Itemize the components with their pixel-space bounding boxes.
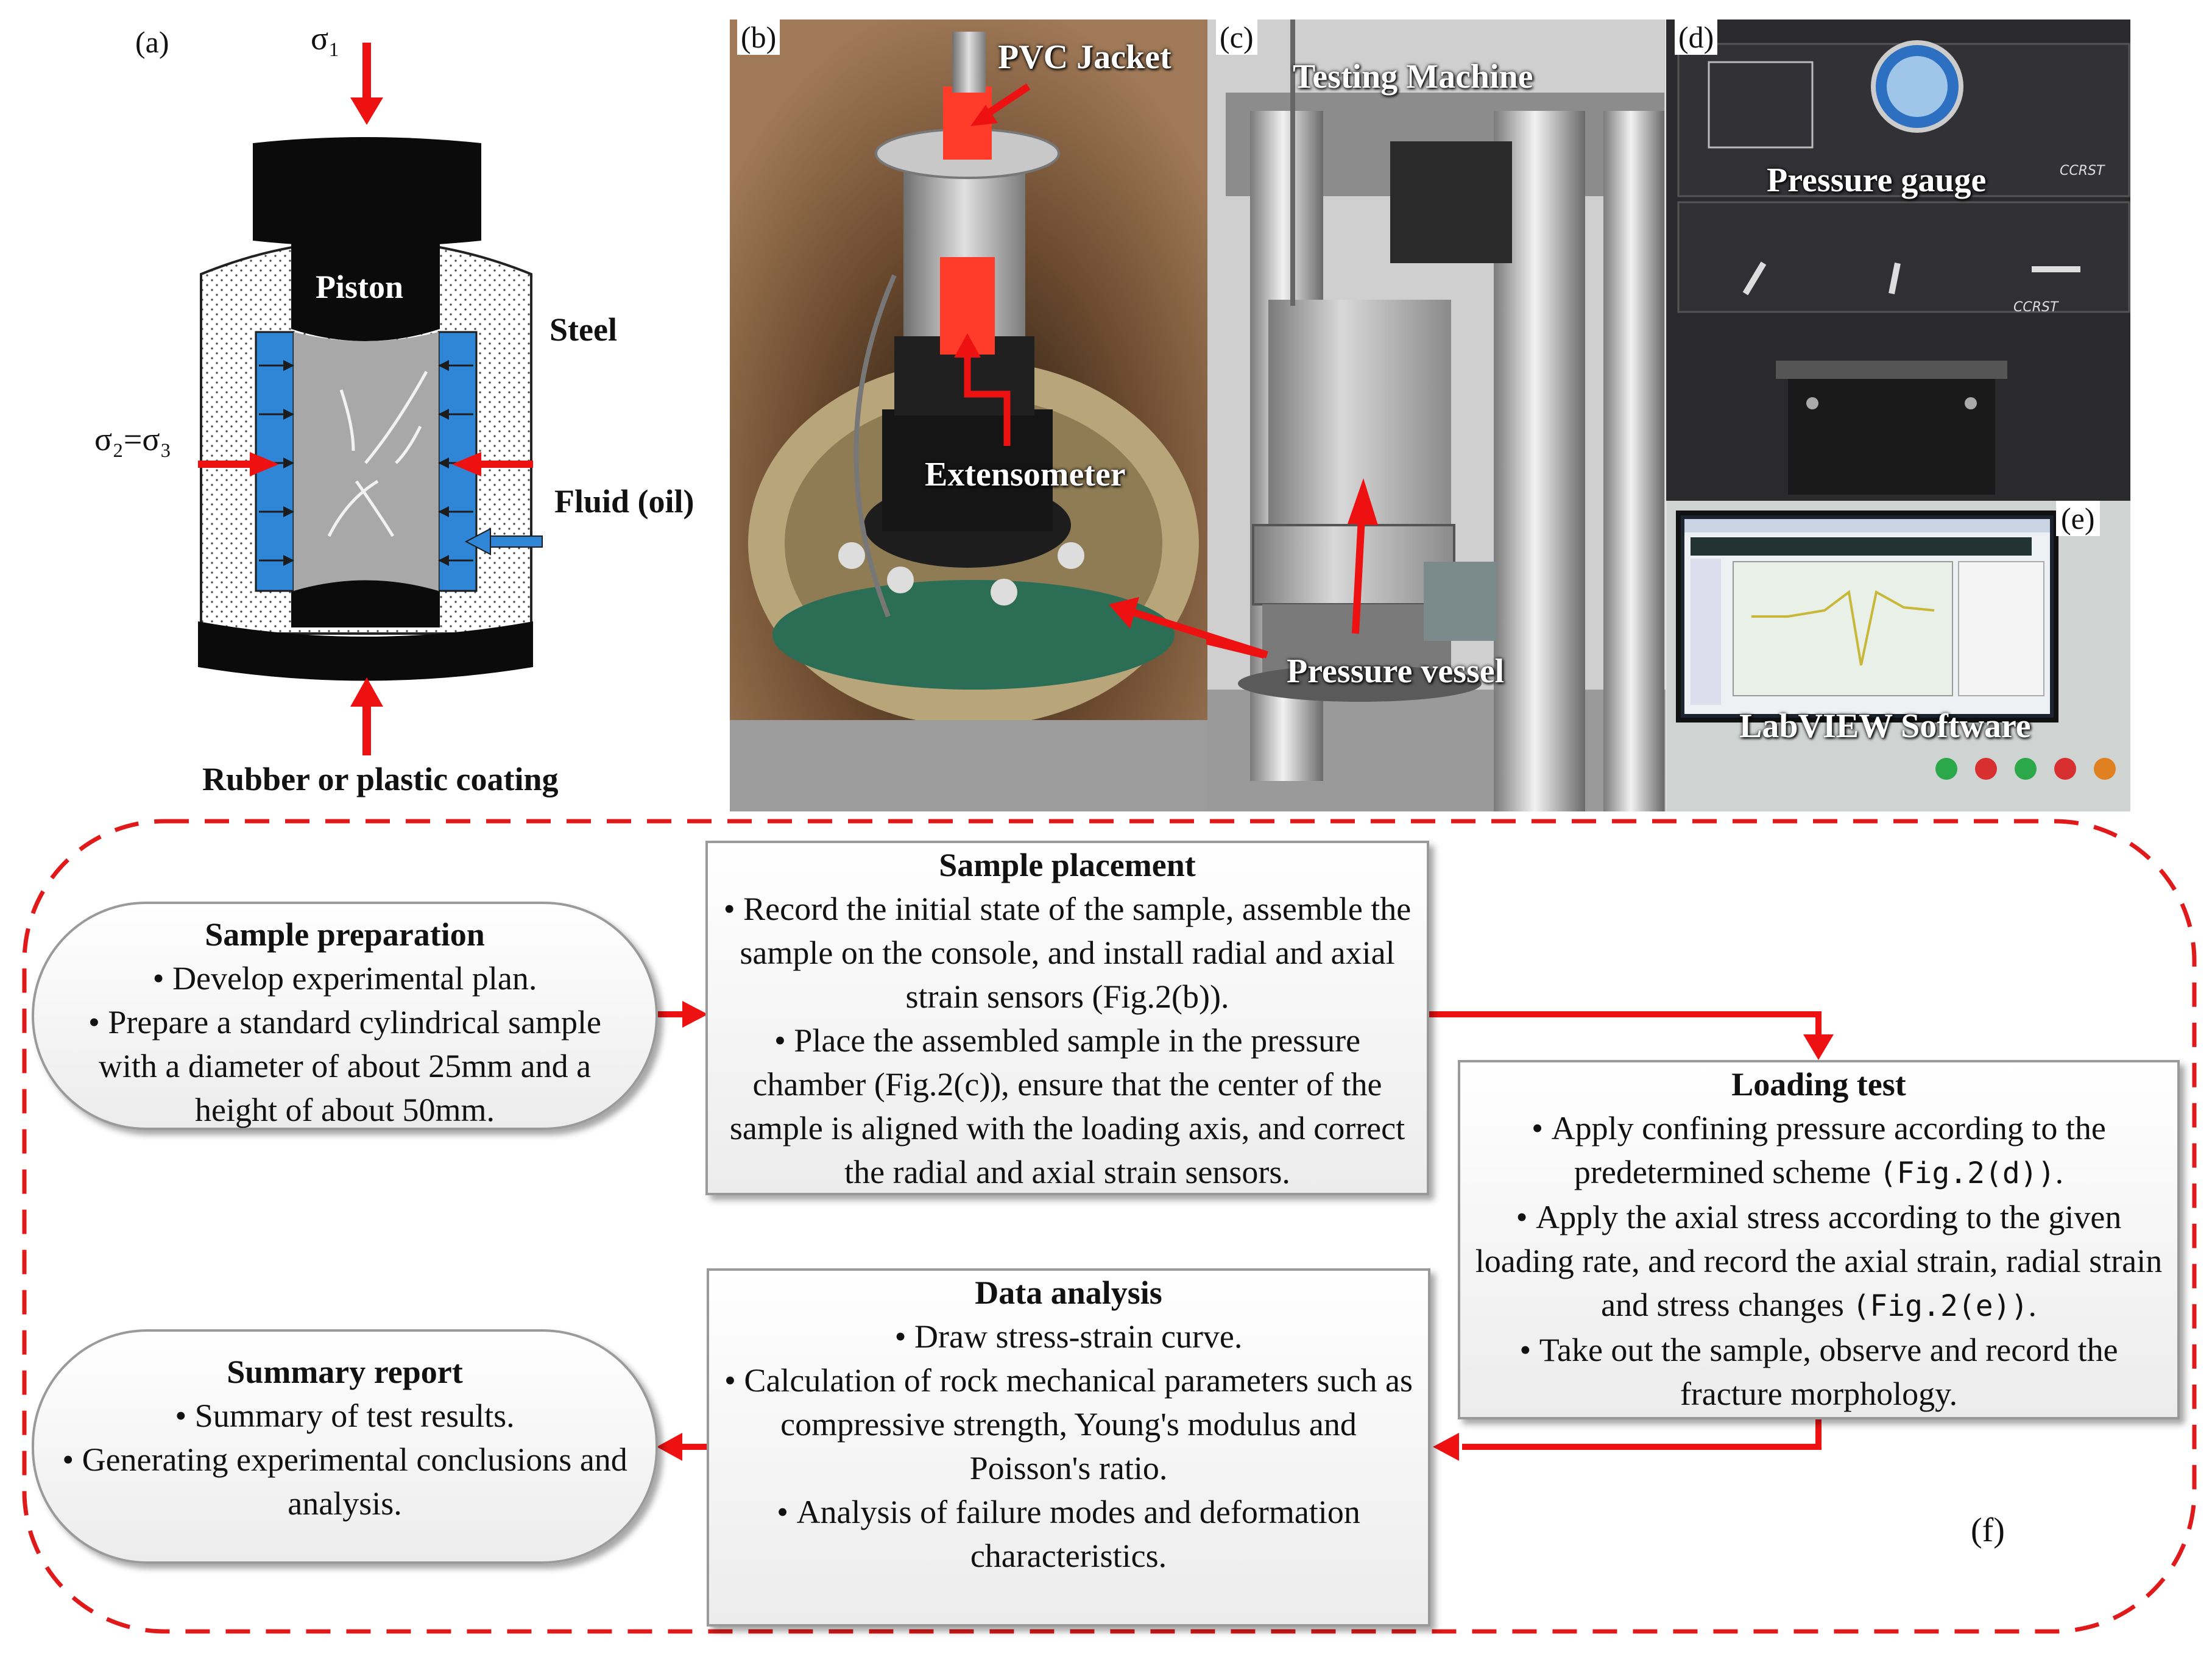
dashed-border <box>22 819 2197 1634</box>
sigma1-label: σ₁ <box>311 20 340 57</box>
data-analysis-bullet-3: Analysis of failure modes and deformatio… <box>724 1490 1413 1578</box>
panel-b-label: (b) <box>737 19 780 55</box>
data-analysis-box: Data analysis Draw stress-strain curve. … <box>707 1268 1430 1627</box>
loading-test-bullet-3: Take out the sample, observe and record … <box>1474 1328 2164 1416</box>
panel-a-label: (a) <box>135 25 169 59</box>
labview-software-label: LabVIEW Software <box>1739 707 2031 745</box>
sample-preparation-box: Sample preparation Develop experimental … <box>32 902 658 1130</box>
summary-report-box: Summary report Summary of test results. … <box>32 1329 658 1564</box>
summary-report-bullet-2: Generating experimental conclusions and … <box>34 1438 655 1525</box>
testing-machine-illustration <box>1207 19 1666 811</box>
sigma23-label: σ₂=σ₃ <box>94 421 172 458</box>
sample-assembly-illustration <box>730 19 1209 811</box>
panel-d-label: (d) <box>1675 19 1718 55</box>
loading-test-box: Loading test Apply confining pressure ac… <box>1458 1060 2180 1419</box>
pvc-jacket-label: PVC Jacket <box>998 38 1171 76</box>
ccrst-plate-2: CCRST <box>2013 300 2058 315</box>
pressure-vessel-arrow-left <box>1109 597 1268 659</box>
fig-ref-e: (Fig.2(e)) <box>1852 1289 2029 1323</box>
piston-stem <box>291 241 440 341</box>
sample-preparation-title: Sample preparation <box>205 916 485 953</box>
data-analysis-bullet-2: Calculation of rock mechanical parameter… <box>724 1358 1413 1490</box>
loading-test-title: Loading test <box>1731 1066 1906 1103</box>
loading-test-bullet-2: Apply the axial stress according to the … <box>1474 1195 2164 1328</box>
summary-report-bullet-1: Summary of test results. <box>34 1394 655 1438</box>
panel-b-photo: (b) PVC Jacket Extensometer <box>730 19 1209 811</box>
summary-report-title: Summary report <box>227 1354 463 1390</box>
fluid-label: Fluid (oil) <box>554 483 694 520</box>
coating-label: Rubber or plastic coating <box>202 761 559 797</box>
bottom-platen <box>198 621 533 681</box>
data-analysis-bullet-1: Draw stress-strain curve. <box>724 1315 1413 1358</box>
fig-ref-d: (Fig.2(d)) <box>1879 1156 2055 1190</box>
panel-c-photo: (c) Testing Machine Pressure vessel <box>1207 19 1666 811</box>
panel-e-label: (e) <box>2056 501 2100 536</box>
ccrst-plate-1: CCRST <box>2060 163 2105 178</box>
sample-placement-bullet-1: Record the initial state of the sample, … <box>723 887 1412 1019</box>
labview-screen-illustration <box>1666 501 2130 811</box>
panel-c-label: (c) <box>1216 19 1257 55</box>
sample-placement-bullet-2: Place the assembled sample in the pressu… <box>723 1019 1412 1194</box>
sample-placement-box: Sample placement Record the initial stat… <box>705 841 1429 1195</box>
pressure-vessel-label: Pressure vessel <box>1287 652 1505 690</box>
panel-d-photo: (d) Pressure gauge CCRST CCRST <box>1666 19 2130 501</box>
sample-preparation-bullet-1: Develop experimental plan. <box>34 956 655 1000</box>
sample-cracks <box>327 370 428 537</box>
control-panel-illustration <box>1666 19 2130 501</box>
triaxial-cell-schematic <box>198 43 543 755</box>
steel-label: Steel <box>549 311 617 348</box>
extensometer-label: Extensometer <box>925 456 1126 493</box>
piston-label: Piston <box>316 269 404 305</box>
lower-piston <box>291 577 440 627</box>
data-analysis-title: Data analysis <box>975 1274 1162 1311</box>
pressure-gauge-label: Pressure gauge <box>1767 161 1987 199</box>
panel-f-label: (f) <box>1971 1511 2005 1549</box>
sample-preparation-bullet-2: Prepare a standard cylindrical sample wi… <box>34 1000 655 1132</box>
loading-test-bullet-1: Apply confining pressure according to th… <box>1474 1106 2164 1195</box>
panel-b-arrows <box>954 83 1031 446</box>
panel-e-photo: (e) LabVIEW Software <box>1666 501 2130 811</box>
flow-arrows <box>658 1011 1822 1450</box>
piston-head <box>253 137 481 247</box>
sample-placement-title: Sample placement <box>939 847 1196 883</box>
testing-machine-label: Testing Machine <box>1293 58 1533 96</box>
